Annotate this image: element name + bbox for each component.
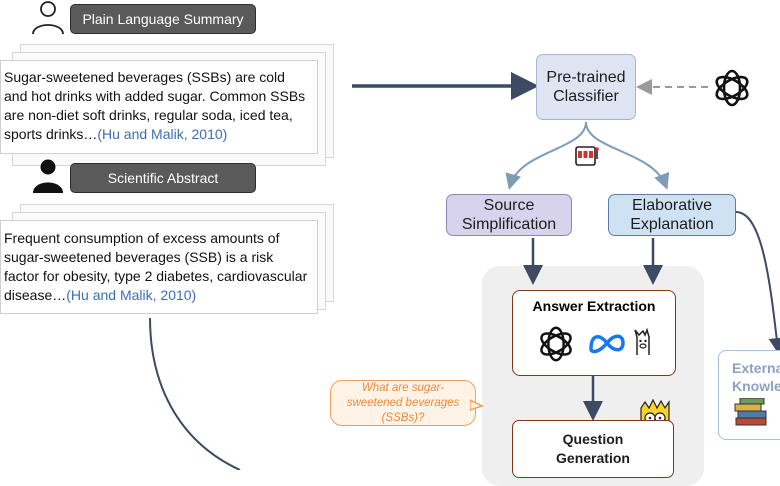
speech-bubble-tail [470,399,484,411]
answer-extraction-title: Answer Extraction [532,298,656,314]
openai-logo-icon [715,69,749,107]
abstract-text: Frequent consumption of excess amounts o… [4,229,309,305]
abstract-body: Frequent consumption of excess amounts o… [4,230,308,303]
abstract-citation[interactable]: (Hu and Malik, 2010) [66,287,197,303]
curve-abstract-down [149,317,241,470]
plain-summary-doc-front [0,60,318,154]
question-generation-node: Question Generation [512,420,674,478]
elaborative-explanation-node: Elaborative Explanation [608,194,736,236]
source-simplification-node: Source Simplification [446,194,572,236]
user-outline-icon [32,1,64,35]
external-knowledge-title: External Knowledge [732,360,780,394]
answer-extraction-box: Answer Extraction [512,290,676,376]
llama-icon [634,327,650,355]
slot-machine-icon [575,146,599,166]
arrow-elaborative-to-external [735,211,780,354]
openai-logo-icon [540,326,572,362]
question-speech-bubble: What are sugar-sweetened beverages (SSBs… [330,380,476,426]
classifier-node: Pre-trained Classifier [536,54,636,120]
branch-to-elaborative [585,121,670,190]
user-filled-icon [33,159,63,193]
plain-summary-citation[interactable]: (Hu and Malik, 2010) [97,126,228,142]
branch-to-source [505,121,587,190]
external-knowledge-box: External Knowledge [718,350,780,440]
scientific-abstract-label: Scientific Abstract [70,163,256,193]
abstract-doc-front [0,220,318,314]
meta-logo-icon [589,334,625,354]
plain-summary-body: Sugar-sweetened beverages (SSBs) are col… [4,69,306,142]
books-icon [734,398,767,426]
plain-summary-text: Sugar-sweetened beverages (SSBs) are col… [4,68,309,144]
connector-layer [149,72,780,470]
plain-summary-label: Plain Language Summary [70,4,256,34]
